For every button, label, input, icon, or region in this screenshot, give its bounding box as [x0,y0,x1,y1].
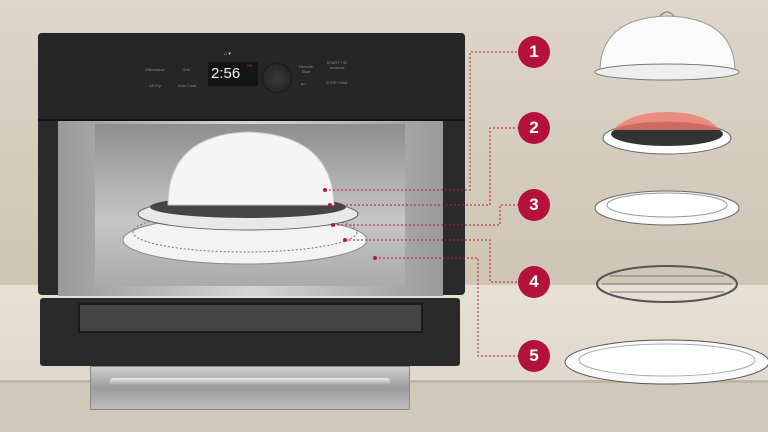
dome-cover [167,131,335,206]
clock-time: 2:56 [211,65,241,82]
dial-knob[interactable] [263,64,291,92]
door-window [78,303,423,333]
start-button[interactable]: START +30 seconds [326,60,348,70]
back-icon[interactable]: ↩ [301,82,307,88]
remote-start-button[interactable]: Remote Start [298,64,313,74]
callout-5: 5 [518,340,550,372]
microwave-button[interactable]: Microwave [145,67,165,72]
leader-dots [323,188,377,260]
auto-cook-button[interactable]: Auto Cook [177,83,197,88]
leader-lines [325,51,518,357]
lock-wifi-icon: ⌂ ▾ [224,51,231,57]
pan-image [594,190,740,226]
pm-indicator: PM [247,64,253,68]
grill-rack-image [596,265,738,303]
callout-3: 3 [518,189,550,221]
stop-button[interactable]: STOP Clear [326,80,348,85]
turntable-image [564,339,768,385]
callout-4: 4 [518,266,550,298]
display [208,62,258,86]
dome-cover-image [594,11,740,81]
callout-2: 2 [518,112,550,144]
air-fry-button[interactable]: Air Fry [149,83,161,88]
door-handle-panel [90,366,410,410]
door-handle[interactable] [110,378,390,386]
grill-button[interactable]: Grill [182,67,190,72]
crisper-tray-image [602,112,732,155]
callout-1: 1 [518,36,550,68]
